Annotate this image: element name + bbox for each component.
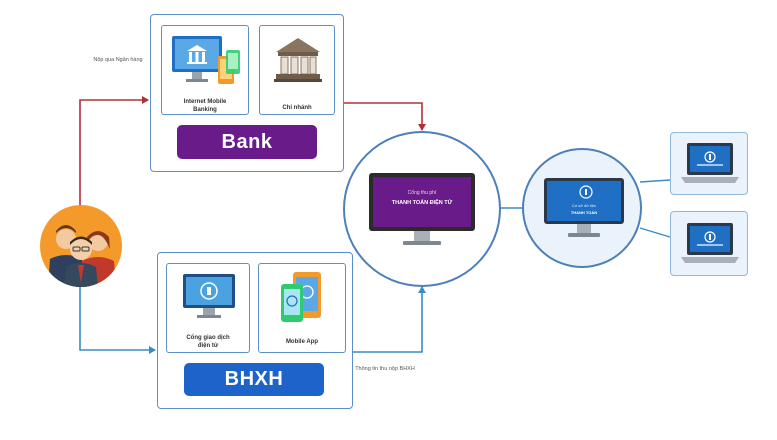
- portal-computer-icon: [183, 274, 235, 318]
- link-server-to-device-top: [639, 179, 671, 183]
- link-server-to-device-bottom: [639, 227, 671, 238]
- laptop-device-bottom: [670, 211, 748, 276]
- bank-building-icon: [274, 38, 322, 82]
- branch-card: Chi nhánh: [259, 25, 335, 115]
- customers-avatar: [40, 205, 122, 287]
- mobile-app-card: Mobile App: [258, 263, 346, 353]
- portal-card: Cổng giao dịch điện tử: [166, 263, 250, 353]
- laptop-icon: [681, 223, 739, 263]
- laptop-icon: [681, 143, 739, 183]
- internet-banking-label: Internet Mobile Banking: [183, 99, 227, 113]
- gateway-monitor: Cổng thu phí THANH TOÁN ĐIỆN TỬ: [369, 173, 475, 249]
- database-node: Cơ sở dữ liệu THANH TOÁN: [522, 148, 642, 268]
- database-screen-line1: Cơ sở dữ liệu: [571, 203, 597, 208]
- gateway-monitor-stand: [414, 231, 430, 241]
- database-monitor: Cơ sở dữ liệu THANH TOÁN: [544, 178, 624, 242]
- bhxh-badge: BHXH: [184, 363, 324, 396]
- gateway-screen-line1: Cổng thu phí: [407, 190, 437, 196]
- portal-label: Cổng giao dịch điện tử: [186, 335, 230, 349]
- bottom-arrow-label: Thông tin thu nộp BHXH: [355, 366, 415, 372]
- arrow-person-to-bhxh: [79, 282, 156, 354]
- internet-banking-card: Internet Mobile Banking: [161, 25, 249, 115]
- arrow-person-to-bank: [79, 96, 149, 212]
- top-arrow-label: Nộp qua Ngân hàng: [93, 57, 143, 63]
- bhxh-panel: Cổng giao dịch điện tử Mobile App BHXH: [157, 252, 353, 409]
- gateway-screen-line2: THANH TOÁN ĐIỆN TỬ: [391, 200, 453, 206]
- mobile-app-label: Mobile App: [285, 339, 319, 345]
- computer-bank-icon: [172, 36, 240, 84]
- gateway-screen: Cổng thu phí THANH TOÁN ĐIỆN TỬ: [369, 173, 475, 231]
- laptop-device-top: [670, 132, 748, 195]
- branch-label: Chi nhánh: [282, 105, 312, 111]
- arrow-bank-to-center: [344, 102, 426, 131]
- mobile-app-icon: [281, 272, 321, 322]
- gateway-monitor-base: [403, 241, 441, 245]
- bank-badge: Bank: [177, 125, 317, 159]
- payment-gateway-node: Cổng thu phí THANH TOÁN ĐIỆN TỬ: [343, 131, 501, 287]
- database-screen-line2: THANH TOÁN: [570, 210, 598, 215]
- bank-panel: Internet Mobile Banking Chi nhánh Bank: [150, 14, 344, 172]
- database-shield-icon: [579, 185, 593, 199]
- arrow-bhxh-to-center: [353, 286, 426, 353]
